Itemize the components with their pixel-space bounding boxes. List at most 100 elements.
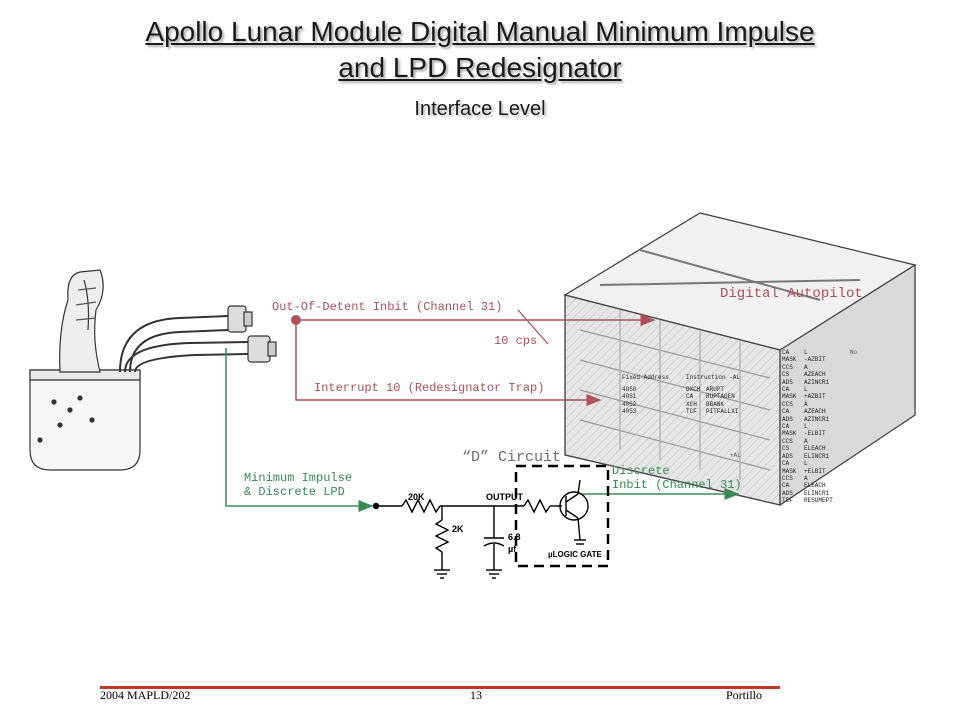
code-line: CCS A: [782, 475, 833, 482]
code-op: DXCH: [686, 386, 701, 393]
code-arg: L: [804, 460, 808, 468]
code-op: CA: [782, 408, 790, 416]
code-table: 4050 DXCH ARUPT 4051 CA RUPTAGEN 4052 XCH BBAN…: [622, 386, 738, 416]
code-line: CA L: [782, 349, 833, 356]
code-op: CA: [782, 386, 790, 394]
code-operand: ARUPT: [706, 386, 725, 393]
code-arg: ELINCR1: [804, 452, 830, 460]
code-address: 4051: [622, 393, 637, 401]
code-op: ADS: [782, 489, 793, 497]
code-address: 4050: [622, 386, 637, 393]
code-al-tag: +AL: [730, 452, 741, 459]
page-subtitle: Interface Level: [414, 98, 546, 120]
code-operand: RUPTAGEN: [706, 393, 735, 401]
code-op: MASK: [782, 430, 797, 438]
code-line: CA L: [782, 460, 833, 467]
code-line: CA ELEACH: [782, 482, 833, 489]
code-address: 4052: [622, 400, 637, 408]
code-line: CS ELEACH: [782, 445, 833, 452]
digital-autopilot-label: Digital Autopilot: [720, 286, 863, 302]
code-arg: A: [804, 363, 808, 371]
code-op: TCF: [686, 408, 697, 416]
code-operand: BBANK: [706, 400, 725, 408]
code-arg: AZINCR1: [804, 415, 830, 423]
code-op: CA: [782, 460, 790, 468]
code-table-row: 4050 DXCH ARUPT: [622, 386, 738, 393]
code-arg: AZEACH: [804, 371, 826, 379]
code-op: CS: [782, 371, 790, 379]
page-number: 13: [470, 688, 482, 702]
footer-author: Portillo: [726, 688, 763, 702]
code-line: TCF RESUMEPT: [782, 497, 833, 504]
r1-label: 20K: [408, 492, 425, 502]
code-op: ADS: [782, 415, 793, 423]
interrupt-arrow: [295, 320, 602, 406]
code-arg: L: [804, 386, 808, 394]
cps-tick: [517, 309, 549, 345]
footer-left: 2004 MAPLD/202: [100, 688, 191, 702]
code-op: XCH: [686, 400, 697, 408]
code-line: MASK -AZBIT: [782, 356, 833, 363]
code-line: CCS A: [782, 438, 833, 445]
cap-unit-label: µf: [508, 544, 517, 554]
code-op: MASK: [782, 467, 797, 475]
code-arg: ELINCR1: [804, 489, 830, 497]
code-op: CA: [782, 349, 790, 356]
code-op: CS: [782, 445, 790, 453]
computer-box-illustration: [563, 212, 917, 507]
logic-gate-label: µLOGIC GATE: [548, 550, 602, 559]
code-arg: L: [804, 349, 808, 356]
d-circuit-label: “D” Circuit: [462, 449, 562, 466]
footer-rule: [100, 686, 780, 689]
code-op: CA: [686, 393, 694, 401]
code-line: CS AZEACH: [782, 371, 833, 378]
code-line: CA L: [782, 423, 833, 430]
code-arg: -AZBIT: [804, 356, 826, 364]
code-line: CA AZEACH: [782, 408, 833, 415]
interrupt-label: Interrupt 10 (Redesignator Trap): [314, 381, 545, 395]
title-line-2: and LPD Redesignator: [338, 52, 622, 83]
code-op: CA: [782, 482, 790, 490]
code-op: TCF: [782, 497, 793, 505]
title-line-1: Apollo Lunar Module Digital Manual Minim…: [145, 16, 815, 47]
code-arg: ELEACH: [804, 445, 826, 453]
code-op: MASK: [782, 356, 797, 364]
min-impulse-arrow: [225, 348, 374, 512]
code-line: ADS ELINCR1: [782, 490, 833, 497]
code-op: CCS: [782, 437, 793, 445]
code-line: CA L: [782, 386, 833, 393]
code-arg: A: [804, 474, 808, 482]
code-address: 4053: [622, 408, 637, 416]
code-line: ADS ELINCR1: [782, 453, 833, 460]
code-op: ADS: [782, 452, 793, 460]
code-arg: RESUMEPT: [804, 497, 833, 505]
code-table-row: 4052 XCH BBANK: [622, 401, 738, 408]
code-op: CCS: [782, 474, 793, 482]
code-table-row: 4051 CA RUPTAGEN: [622, 393, 738, 400]
code-arg: -ELBIT: [804, 430, 826, 438]
code-line: MASK -ELBIT: [782, 430, 833, 437]
cps-label: 10 cps: [494, 334, 538, 348]
page-title: Apollo Lunar Module Digital Manual Minim…: [0, 14, 960, 86]
discrete-label-line2: Inbit (Channel 31): [612, 478, 742, 492]
out-of-detent-label: Out-Of-Detent Inbit (Channel 31): [272, 300, 503, 314]
code-arg: +AZBIT: [804, 393, 826, 401]
code-arg: A: [804, 437, 808, 445]
code-table-header-address: Fixed-Address: [622, 374, 669, 381]
code-line: MASK +AZBIT: [782, 393, 833, 400]
code-op: CCS: [782, 363, 793, 371]
code-arg: L: [804, 423, 808, 431]
code-arg: AZEACH: [804, 408, 826, 416]
hand-controller-illustration: [29, 269, 277, 471]
min-impulse-label-line2: & Discrete LPD: [244, 485, 345, 499]
code-line: CCS A: [782, 364, 833, 371]
r2-label: 2K: [452, 524, 464, 534]
cap-value-label: 6.8: [508, 532, 521, 542]
code-line: MASK+ELBIT: [782, 468, 833, 475]
code-arg: ELEACH: [804, 482, 826, 490]
code-op: MASK: [782, 393, 797, 401]
code-op: CA: [782, 423, 790, 431]
